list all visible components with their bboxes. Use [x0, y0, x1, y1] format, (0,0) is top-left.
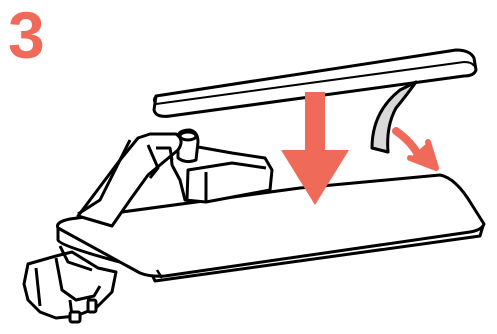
mechanism-block [170, 130, 272, 202]
curved-arrow-icon [396, 131, 436, 168]
